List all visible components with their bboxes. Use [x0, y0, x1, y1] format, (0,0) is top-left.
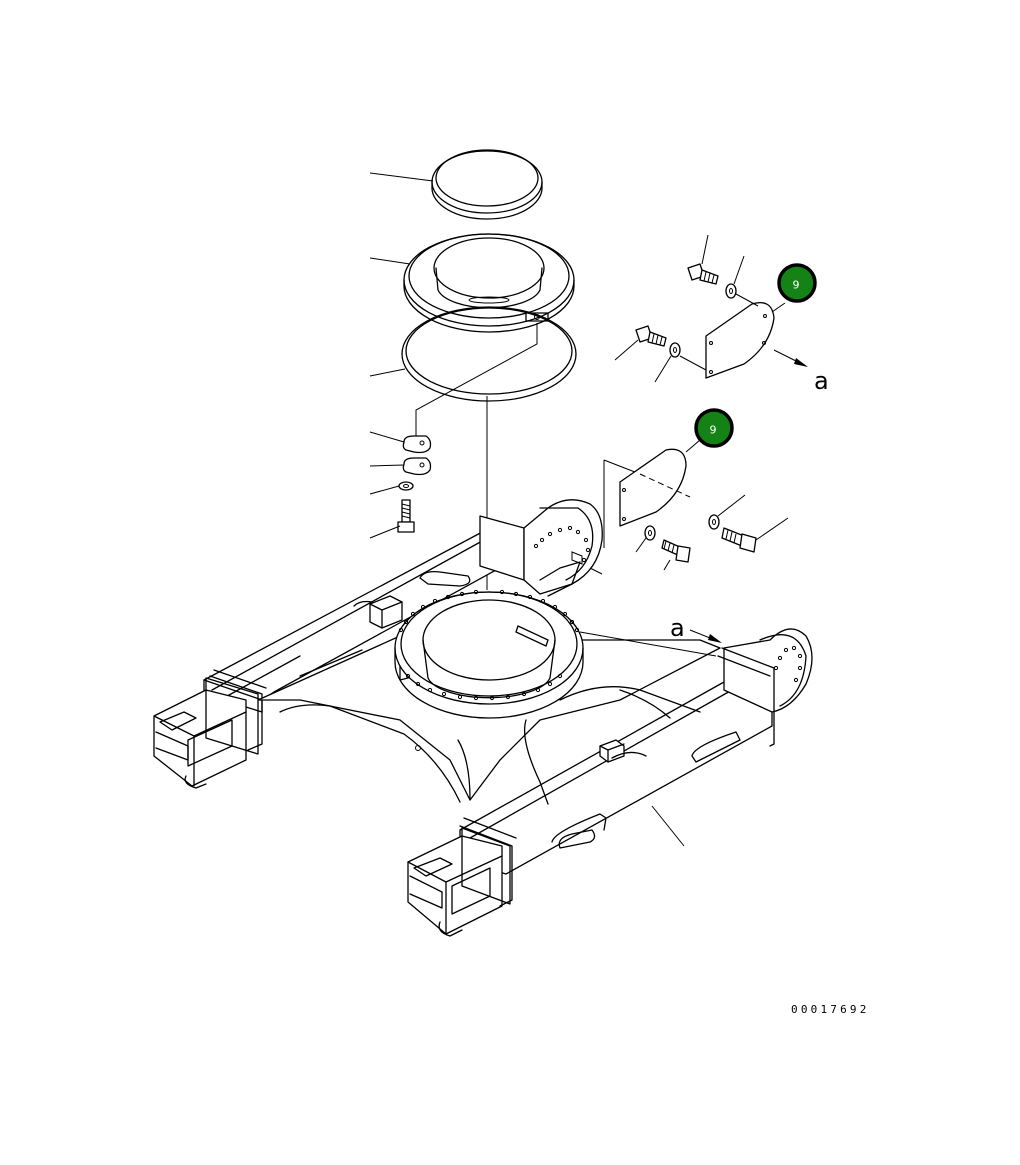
bolt-upper-2: [635, 325, 667, 347]
front-tube-holes: [773, 645, 803, 683]
callout-label: 9: [793, 279, 800, 292]
callout-badge-9-upper[interactable]: 9: [777, 263, 817, 303]
bolt-lower-2: [721, 527, 757, 553]
callout-label: 9: [710, 424, 717, 437]
callout-circle: [694, 408, 734, 448]
bolt-upper-1: [687, 263, 719, 285]
view-arrow-upper: [773, 349, 808, 367]
seal-ring: [431, 149, 543, 220]
view-marker-a-upper: a: [814, 367, 829, 395]
grease-tube-leader: [415, 323, 538, 440]
drawing-number: 00017692: [791, 1003, 870, 1016]
cover-plate-upper: [705, 301, 775, 379]
callout-circle: [777, 263, 817, 303]
bolt-lower-1: [661, 539, 691, 563]
track-frame: [153, 499, 813, 937]
grease-fitting-stack: [397, 435, 432, 533]
o-ring-seal: [401, 306, 577, 402]
view-arrow-lower: [689, 629, 722, 643]
washer-lower-1: [644, 525, 656, 541]
washer-lower-2: [708, 514, 720, 530]
callout-badge-9-lower[interactable]: 9: [694, 408, 734, 448]
washer-upper-1: [725, 283, 737, 299]
leader-lines-upper-right: [614, 234, 786, 383]
cover-plate-lower: [603, 448, 691, 548]
retainer-plate: [403, 233, 575, 333]
washer-upper-2: [669, 342, 681, 358]
swing-circle-bolt-holes: [398, 589, 580, 701]
view-marker-a-lower: a: [670, 614, 685, 642]
frame-leader: [651, 805, 685, 847]
leader-lines-left: [369, 172, 434, 539]
